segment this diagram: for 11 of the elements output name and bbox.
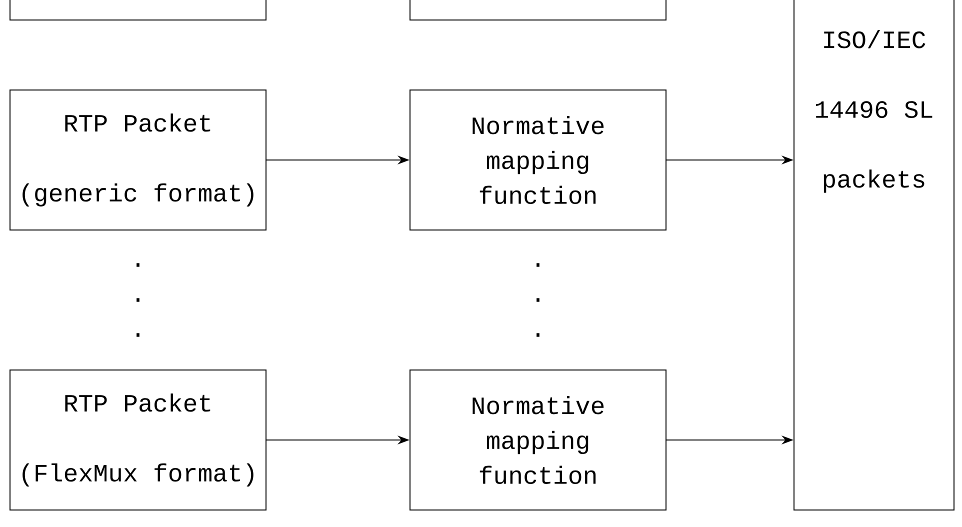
ellipsis-dot: . [536, 333, 540, 337]
ellipsis-dot: . [536, 263, 540, 267]
process-box: Normative mapping function [410, 90, 666, 230]
process-box: RTP Packet (generic format) [10, 90, 266, 230]
ellipsis-dot: . [136, 333, 140, 337]
ellipsis-dot: . [136, 298, 140, 302]
process-box: RTP Packet (FlexMux format) [10, 370, 266, 510]
process-box: Normative mapping function [410, 370, 666, 510]
ellipsis-dot: . [136, 263, 140, 267]
process-box: ISO/IEC 14496 SL packets [794, 0, 954, 510]
ellipsis-dot: . [536, 298, 540, 302]
